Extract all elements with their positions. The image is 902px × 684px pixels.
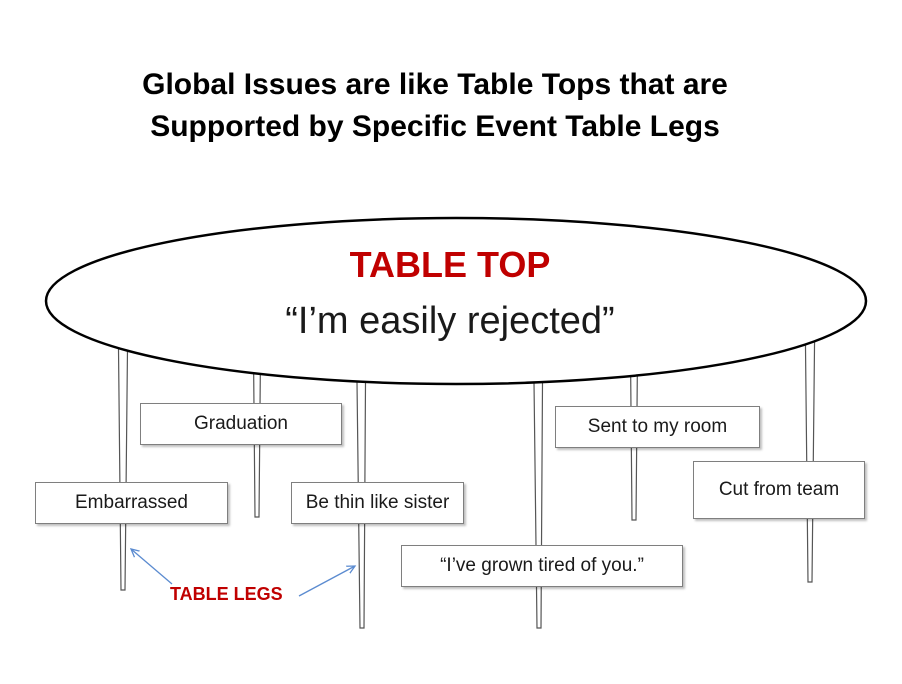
event-label: “I’ve grown tired of you.” [440, 555, 644, 576]
event-label: Sent to my room [587, 416, 728, 437]
table-legs-label: TABLE LEGS [170, 584, 283, 604]
event-label: Cut from team [718, 479, 840, 500]
event-box-embarrassed: Embarrassed [35, 482, 228, 524]
arrow-to-leg-3 [298, 566, 355, 597]
event-box-graduation: Graduation [140, 403, 342, 445]
event-box-cut-from-team: Cut from team [693, 461, 865, 519]
table-top-quote: “I’m easily rejected” [285, 300, 615, 342]
title-line-2: Supported by Specific Event Table Legs [150, 110, 720, 143]
event-box-be-thin-like-sister: Be thin like sister [291, 482, 464, 524]
diagram-title: Global Issues are like Table Tops that a… [60, 64, 810, 148]
event-label: Graduation [193, 413, 288, 434]
event-label: Be thin like sister [305, 492, 450, 513]
event-label: Embarrassed [75, 492, 188, 513]
event-box-grown-tired: “I’ve grown tired of you.” [401, 545, 683, 587]
table-top-ellipse [44, 216, 868, 386]
event-box-sent-to-room: Sent to my room [555, 406, 760, 448]
arrow-to-leg-1 [131, 549, 173, 585]
table-top-heading: TABLE TOP [349, 244, 551, 285]
title-line-1: Global Issues are like Table Tops that a… [142, 68, 728, 101]
